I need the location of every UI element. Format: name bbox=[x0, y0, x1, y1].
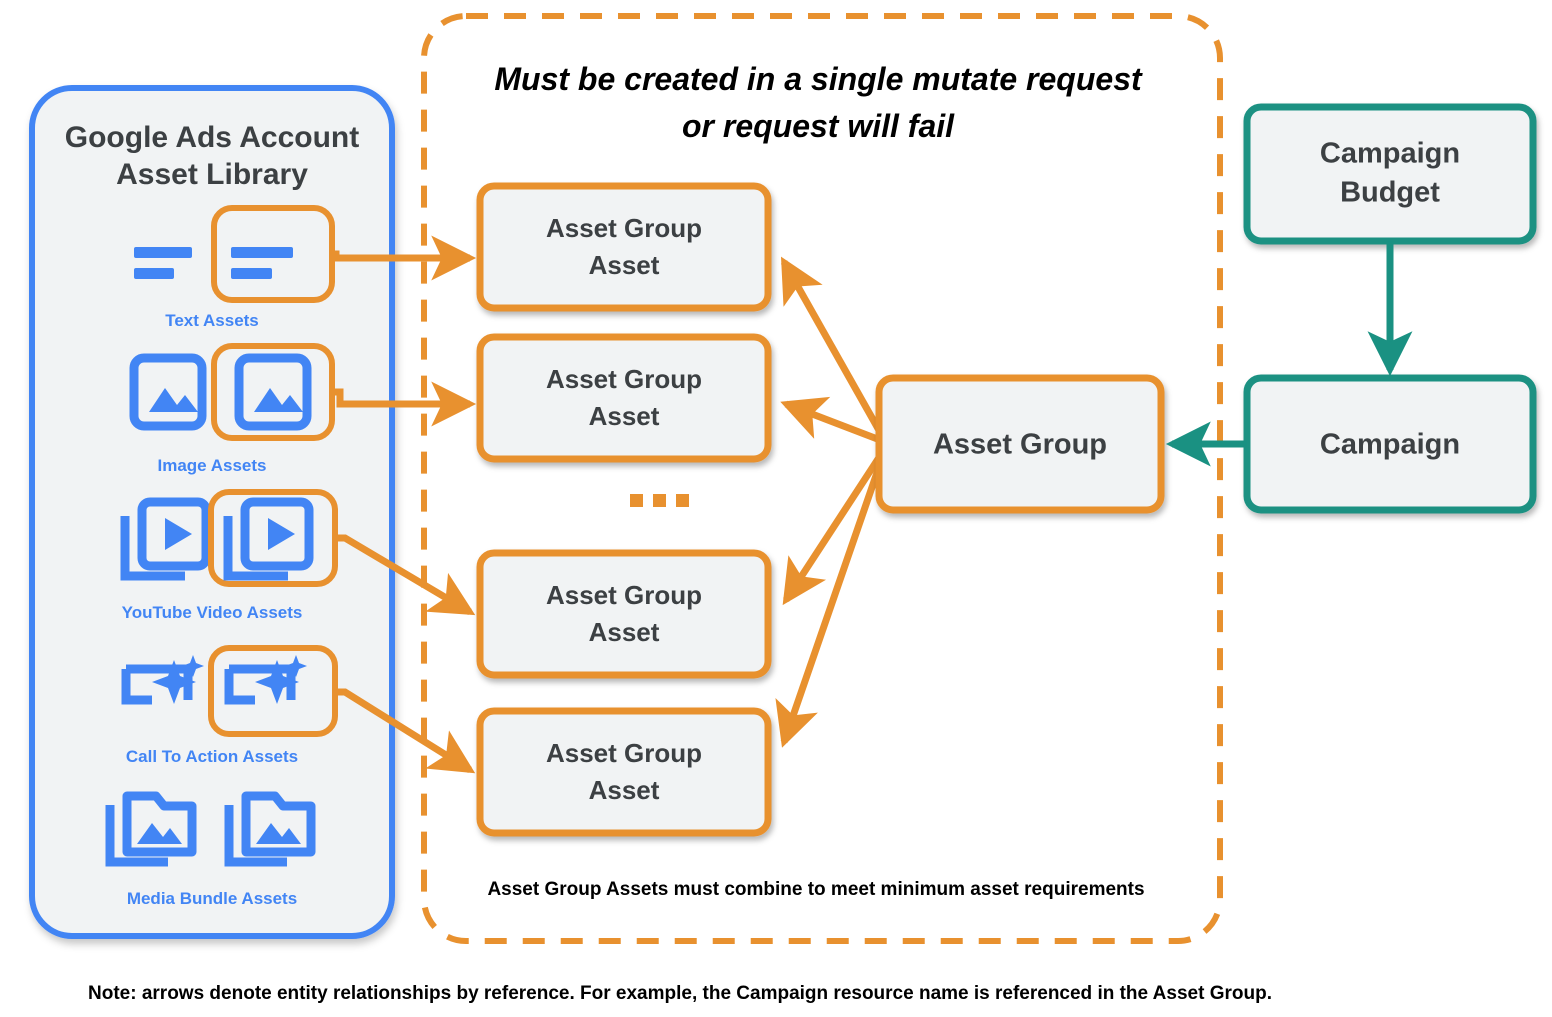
asset-row-video[interactable]: YouTube Video Assets bbox=[120, 489, 338, 622]
asset-row-media-bundle[interactable]: Media Bundle Assets bbox=[105, 791, 316, 908]
panel-title-line2: Asset Library bbox=[116, 158, 308, 191]
banner-line1: Must be created in a single mutate reque… bbox=[494, 61, 1143, 97]
asset-caption-image: Image Assets bbox=[158, 456, 267, 475]
connector-assetgroup-to-aga-4 bbox=[775, 462, 884, 748]
image-asset-icon-highlighted bbox=[234, 353, 312, 431]
text-asset-icon-highlighted bbox=[231, 247, 293, 279]
asset-caption-video: YouTube Video Assets bbox=[122, 603, 303, 622]
asset-group-asset-label-1b: Asset bbox=[589, 250, 660, 280]
asset-group-asset-label-4b: Asset bbox=[589, 775, 660, 805]
connector-cta-to-aga bbox=[335, 688, 476, 774]
asset-group-asset-label-3b: Asset bbox=[589, 617, 660, 647]
connector-assetgroup-to-aga-2 bbox=[780, 396, 882, 444]
asset-group-asset-label-1a: Asset Group bbox=[546, 213, 702, 243]
video-asset-icon bbox=[120, 497, 211, 581]
asset-group-asset-label-4a: Asset Group bbox=[546, 738, 702, 768]
asset-caption-cta: Call To Action Assets bbox=[126, 747, 298, 766]
asset-group-asset-box-4[interactable]: Asset Group Asset bbox=[476, 707, 772, 837]
asset-caption-text: Text Assets bbox=[165, 311, 259, 330]
asset-row-text[interactable]: Text Assets bbox=[134, 205, 335, 330]
mutate-container-note: Asset Group Assets must combine to meet … bbox=[487, 879, 1144, 900]
connector-text-to-aga bbox=[332, 235, 477, 281]
asset-group-asset-box-3[interactable]: Asset Group Asset bbox=[476, 549, 772, 679]
image-asset-icon bbox=[129, 353, 207, 431]
asset-caption-media-bundle: Media Bundle Assets bbox=[127, 889, 297, 908]
call-to-action-asset-icon bbox=[121, 655, 204, 705]
banner-line2: or request will fail bbox=[682, 108, 955, 144]
connector-assetgroup-to-aga-3 bbox=[782, 454, 883, 606]
asset-group-asset-label-2a: Asset Group bbox=[546, 364, 702, 394]
campaign-box[interactable]: Campaign bbox=[1243, 374, 1537, 514]
campaign-budget-box[interactable]: Campaign Budget bbox=[1243, 103, 1537, 245]
media-bundle-asset-icon-2 bbox=[224, 791, 316, 867]
ellipsis-indicator bbox=[630, 494, 689, 507]
asset-group-asset-box-2[interactable]: Asset Group Asset bbox=[476, 333, 772, 463]
call-to-action-asset-icon-highlighted bbox=[224, 655, 307, 705]
asset-group-asset-label-2b: Asset bbox=[589, 401, 660, 431]
campaign-budget-label-2: Budget bbox=[1340, 177, 1440, 209]
media-bundle-asset-icon bbox=[105, 791, 197, 867]
asset-group-box[interactable]: Asset Group bbox=[875, 374, 1165, 514]
video-asset-icon-highlighted bbox=[223, 497, 314, 581]
panel-title-line1: Google Ads Account bbox=[65, 121, 359, 154]
asset-group-asset-box-1[interactable]: Asset Group Asset bbox=[476, 182, 772, 312]
connector-assetgroup-to-aga-1 bbox=[780, 256, 884, 434]
asset-group-label: Asset Group bbox=[933, 429, 1107, 461]
asset-group-asset-label-3a: Asset Group bbox=[546, 580, 702, 610]
campaign-label: Campaign bbox=[1320, 429, 1460, 461]
footer-note: Note: arrows denote entity relationships… bbox=[88, 983, 1272, 1004]
connector-video-to-aga bbox=[335, 534, 476, 616]
asset-row-image[interactable]: Image Assets bbox=[129, 343, 335, 475]
text-asset-icon bbox=[134, 247, 192, 279]
campaign-budget-label-1: Campaign bbox=[1320, 138, 1460, 170]
connector-image-to-aga bbox=[332, 381, 477, 427]
